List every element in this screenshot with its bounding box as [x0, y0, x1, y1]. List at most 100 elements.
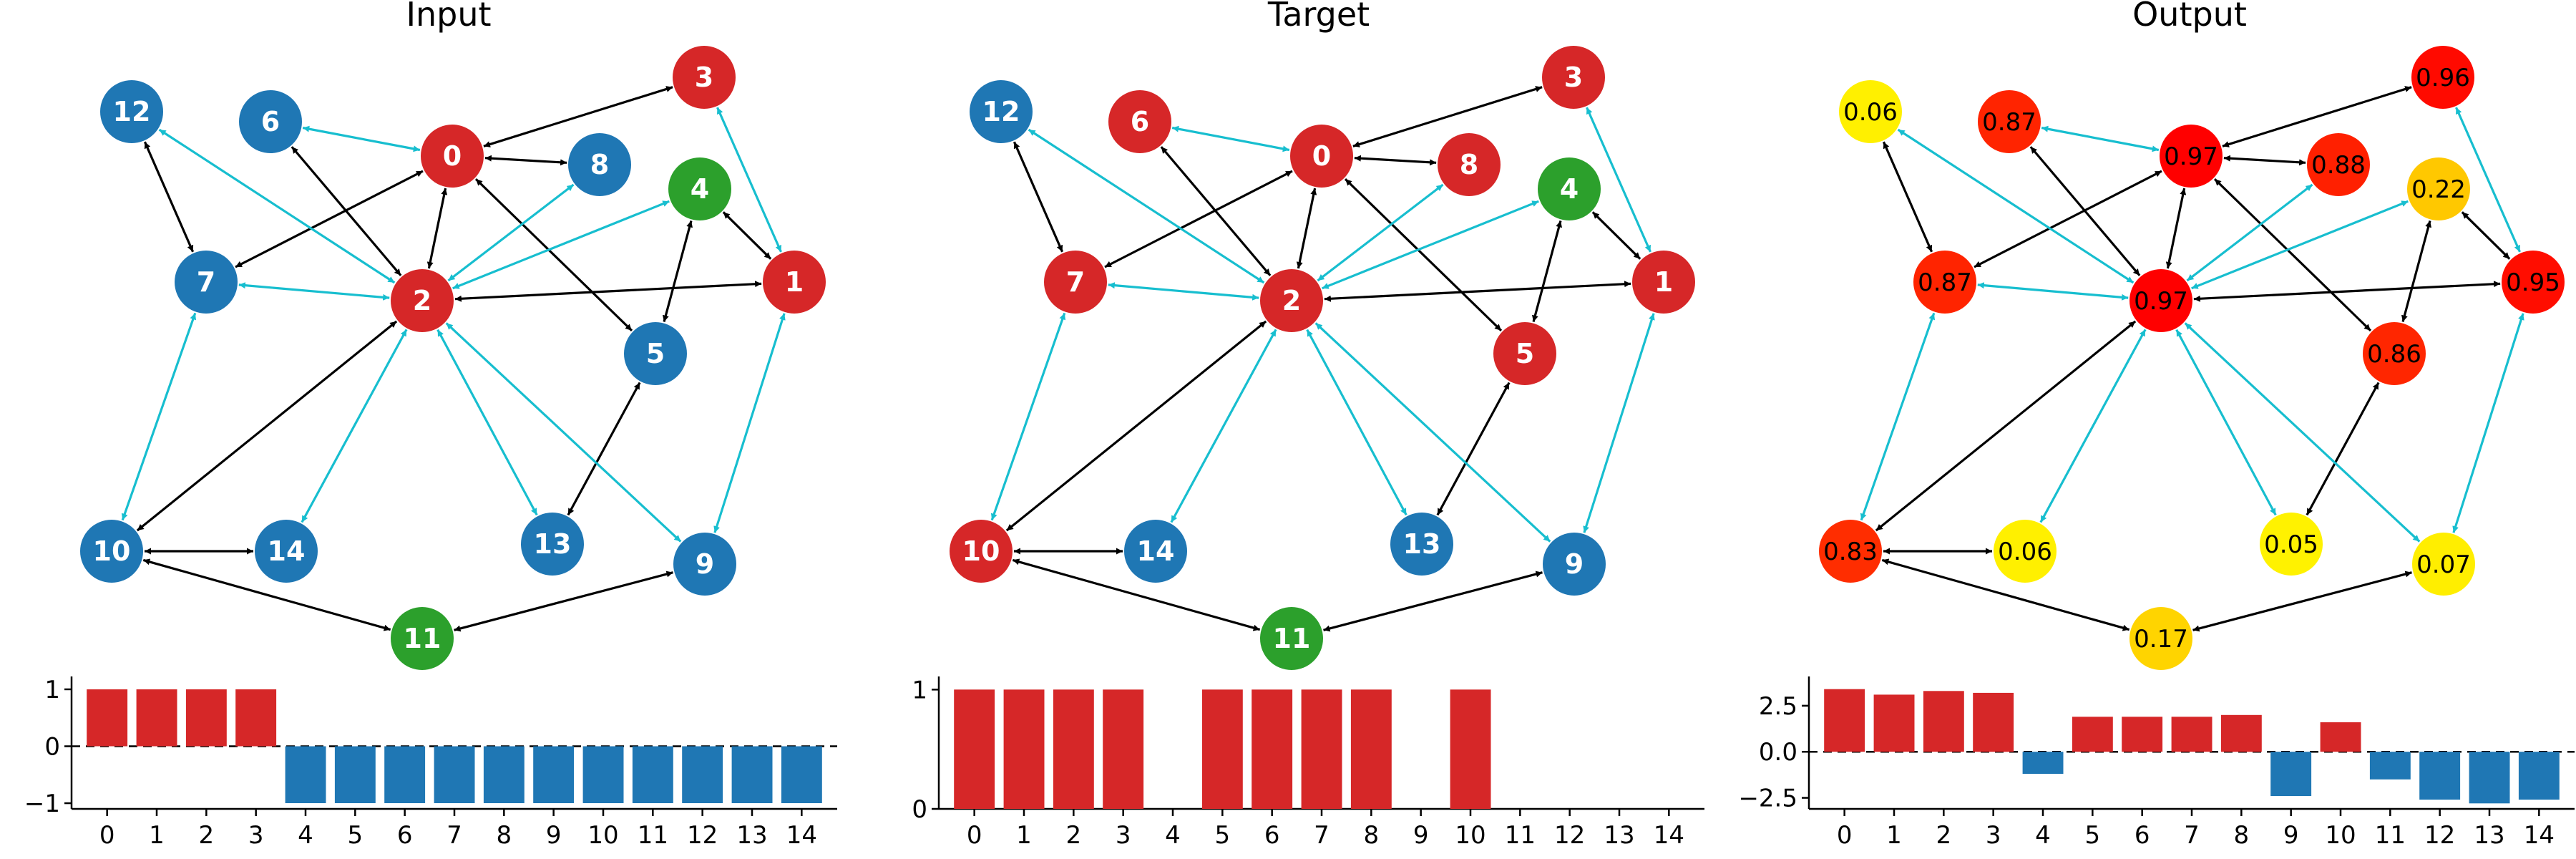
node-label-13: 0.05	[2264, 530, 2318, 559]
x-tick-label: 5	[2085, 821, 2101, 850]
node-5	[624, 322, 687, 385]
node-6	[1978, 90, 2041, 153]
bar-5	[334, 746, 376, 803]
edge-0-3	[1352, 86, 1543, 147]
node-8	[568, 133, 631, 196]
edge-2-10	[1005, 320, 1267, 532]
node-label-5: 0.86	[2367, 340, 2421, 369]
y-tick-label: 0.0	[1759, 738, 1797, 767]
edge-0-6	[2041, 125, 2160, 152]
bar-7	[1301, 689, 1342, 809]
bar-7	[434, 746, 475, 803]
x-tick-label: 9	[1413, 821, 1429, 850]
x-tick-label: 1	[149, 821, 165, 850]
node-4	[2407, 157, 2470, 220]
x-tick-label: 0	[99, 821, 115, 850]
x-tick-label: 3	[248, 821, 264, 850]
node-2	[391, 269, 454, 332]
bar-11	[2369, 752, 2411, 780]
bar-4	[285, 746, 326, 803]
y-tick-label: 2.5	[1759, 692, 1797, 721]
node-label-10: 0.83	[1823, 538, 1878, 566]
edge-0-3	[2222, 86, 2412, 147]
x-tick-label: 8	[497, 821, 512, 850]
x-tick-label: 2	[1936, 821, 1952, 850]
x-tick-label: 8	[1364, 821, 1380, 850]
edge-12-7	[1882, 141, 1933, 253]
edge-11-9	[2192, 571, 2412, 632]
node-14	[1124, 520, 1187, 583]
x-tick-label: 6	[2135, 821, 2150, 850]
bar-2	[1923, 691, 1964, 752]
node-label-7: 0.87	[1918, 268, 1972, 297]
bar-10	[582, 746, 624, 803]
node-5	[1493, 322, 1556, 385]
node-label-7: 7	[197, 266, 215, 298]
edge-5-13	[567, 382, 641, 516]
edge-2-9	[445, 322, 682, 543]
y-tick-label: 1	[44, 676, 60, 704]
edge-2-4	[2191, 200, 2409, 290]
x-tick-label: 4	[1165, 821, 1181, 850]
node-label-3: 3	[695, 62, 713, 93]
edge-0-6	[302, 125, 421, 152]
x-tick-label: 14	[2524, 821, 2555, 850]
node-0	[2160, 125, 2223, 188]
edge-1-2	[2193, 281, 2501, 302]
edge-1-9	[713, 313, 786, 533]
node-12	[100, 80, 163, 143]
x-tick-label: 3	[1986, 821, 2001, 850]
edge-2-7	[1108, 282, 1259, 301]
x-tick-label: 6	[1264, 821, 1280, 850]
node-2	[2129, 269, 2192, 332]
node-label-0: 0.97	[2164, 142, 2218, 171]
bar-0	[87, 689, 128, 747]
edge-2-8	[1317, 183, 1444, 282]
edge-0-7	[1974, 170, 2162, 268]
edge-2-13	[436, 329, 538, 516]
node-10	[950, 520, 1013, 583]
node-label-9: 9	[1565, 548, 1584, 580]
edge-0-8	[2223, 155, 2306, 166]
edge-2-9	[1314, 322, 1551, 543]
edge-2-8	[2186, 183, 2313, 282]
node-7	[1913, 251, 1976, 314]
edge-5-4	[662, 220, 693, 323]
bar-6	[384, 746, 426, 803]
node-label-14: 14	[268, 535, 306, 567]
x-tick-label: 1	[1016, 821, 1032, 850]
edge-0-8	[484, 155, 567, 166]
edge-11-9	[1323, 571, 1543, 632]
bar-7	[2171, 717, 2212, 752]
edge-4-1	[1591, 211, 1641, 260]
x-tick-label: 11	[1505, 821, 1536, 850]
bar-1	[1003, 689, 1045, 809]
node-label-5: 5	[1516, 338, 1534, 369]
bar-5	[1201, 689, 1243, 809]
x-tick-label: 10	[1455, 821, 1485, 850]
edge-2-7	[1977, 282, 2129, 301]
x-tick-label: 4	[298, 821, 313, 850]
x-tick-label: 10	[587, 821, 618, 850]
x-tick-label: 5	[1215, 821, 1231, 850]
node-label-4: 4	[691, 173, 709, 205]
bar-0	[954, 689, 995, 809]
node-8	[1438, 133, 1501, 196]
edge-0-7	[235, 170, 424, 268]
bar-4	[2022, 752, 2064, 775]
edge-1-2	[1324, 281, 1631, 302]
node-13	[521, 513, 584, 576]
edge-2-14	[301, 329, 408, 523]
edge-2-10	[136, 320, 398, 532]
node-label-2: 2	[1282, 285, 1301, 316]
edge-0-2	[426, 188, 448, 269]
node-label-11: 0.17	[2134, 625, 2188, 654]
edge-0-2	[1296, 188, 1317, 269]
node-label-3: 0.96	[2416, 64, 2470, 92]
node-0	[421, 125, 484, 188]
